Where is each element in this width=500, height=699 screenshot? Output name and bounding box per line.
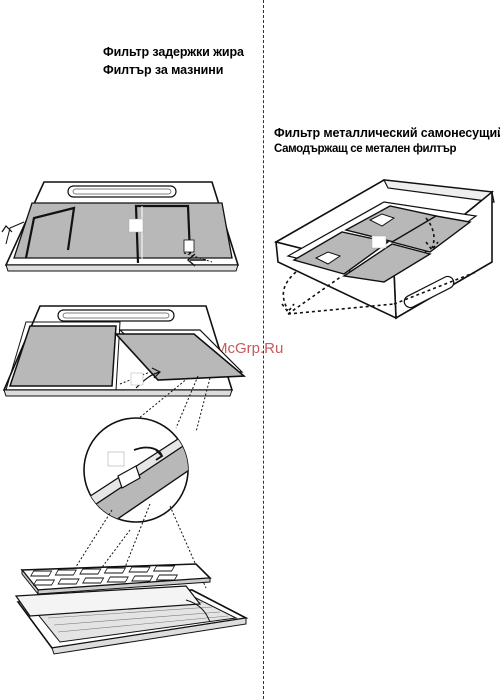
- illustration-filter-removal: [2, 305, 247, 397]
- caption-grease-filter-ru: Фильтр задержки жира: [103, 45, 244, 59]
- watermark: McGrp.Ru: [215, 340, 284, 357]
- leader-lines-top: [121, 375, 211, 433]
- page-divider: [263, 0, 264, 699]
- illustration-filter-mounted: [1, 181, 240, 272]
- caption-metal-filter-bg: Самодържащ се метален филтър: [274, 143, 457, 155]
- caption-metal-filter-ru: Фильтр металлический самонесущий: [274, 126, 500, 140]
- illustration-filter-exploded: [14, 563, 249, 655]
- caption-grease-filter-bg: Филтър за мазнини: [103, 63, 224, 77]
- illustration-metal-filter-hood: [273, 179, 495, 320]
- illustration-clip-detail: [83, 417, 189, 523]
